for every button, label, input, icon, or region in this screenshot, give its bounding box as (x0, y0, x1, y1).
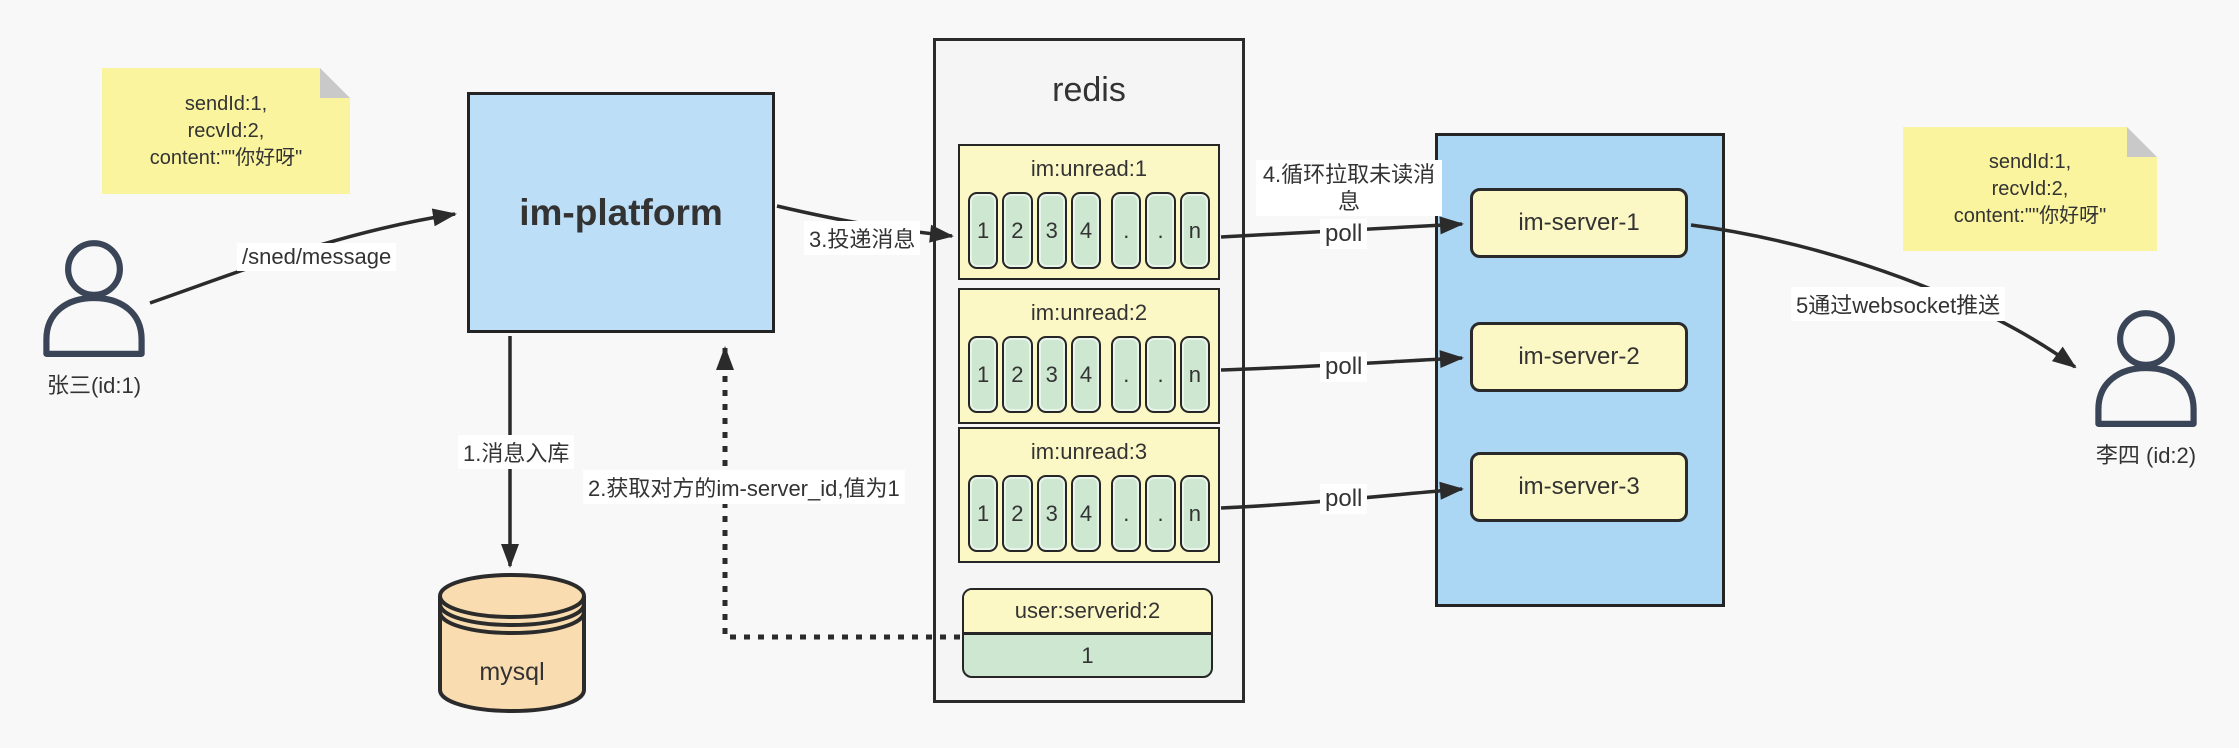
unread-list-1: im:unread:1 1 2 3 4 . . n (958, 144, 1220, 280)
note-line: sendId:1, (184, 92, 268, 115)
mysql-database: mysql (435, 570, 589, 714)
queue-cell: n (1179, 475, 1210, 552)
queue-cell: . (1111, 192, 1142, 269)
queue-cell: . (1111, 336, 1142, 413)
im-server-3-box: im-server-3 (1470, 452, 1688, 522)
im-server-1-box: im-server-1 (1470, 188, 1688, 258)
note-fold-icon (2127, 127, 2157, 157)
unread-list-2: im:unread:2 1 2 3 4 . . n (958, 288, 1220, 424)
label-send-message: /sned/message (237, 243, 397, 271)
im-server-3-label: im-server-3 (1518, 473, 1640, 500)
label-websocket-push: 5通过websocket推送 (1791, 287, 2006, 321)
queue-cell: n (1179, 336, 1210, 413)
queue-cell: 3 (1036, 336, 1067, 413)
unread-list-1-header: im:unread:1 (1030, 156, 1148, 181)
note-line: content:""你好呀" (1953, 204, 2107, 227)
label-deliver-message: 3.投递消息 (804, 221, 921, 255)
queue-cell: . (1145, 192, 1176, 269)
server-map-value: 1 (1081, 642, 1094, 668)
im-platform-label: im-platform (519, 191, 723, 233)
queue-cell: 2 (1002, 336, 1033, 413)
queue-cell: 2 (1002, 475, 1033, 552)
im-platform-box: im-platform (467, 92, 775, 333)
note-line: sendId:1, (1988, 150, 2072, 173)
queue-cell: 2 (1002, 192, 1033, 269)
im-server-2-box: im-server-2 (1470, 322, 1688, 392)
sticky-note-sender: sendId:1, recvId:2, content:""你好呀" (102, 68, 350, 194)
sticky-note-receiver: sendId:1, recvId:2, content:""你好呀" (1903, 127, 2157, 251)
queue-cell: 1 (968, 336, 999, 413)
note-line: content:""你好呀" (149, 146, 303, 169)
unread-list-2-cells: 1 2 3 4 . . n (968, 336, 1210, 413)
queue-cell: 1 (968, 192, 999, 269)
unread-list-3-cells: 1 2 3 4 . . n (968, 475, 1210, 552)
queue-cell: . (1145, 336, 1176, 413)
unread-list-3: im:unread:3 1 2 3 4 . . n (958, 427, 1220, 563)
label-loop-pull: 4.循环拉取未读消息 (1256, 160, 1442, 216)
label-poll-1: poll (1320, 219, 1368, 249)
queue-cell: . (1111, 475, 1142, 552)
im-server-1-label: im-server-1 (1518, 209, 1640, 236)
queue-cell: 4 (1070, 475, 1102, 552)
mysql-label: mysql (479, 658, 545, 686)
unread-list-1-cells: 1 2 3 4 . . n (968, 192, 1210, 269)
queue-cell: 4 (1070, 336, 1102, 413)
person-receiver-label: 李四 (id:2) (2095, 443, 2197, 468)
queue-cell: 1 (968, 475, 999, 552)
unread-list-3-header: im:unread:3 (1030, 439, 1148, 464)
label-store-message: 1.消息入库 (458, 435, 575, 469)
note-line: recvId:2, (1991, 177, 2069, 200)
note-line: recvId:2, (187, 119, 265, 142)
server-map-block: user:serverid:2 1 (962, 588, 1213, 678)
queue-cell: . (1145, 475, 1176, 552)
queue-cell: 3 (1036, 475, 1067, 552)
server-map-header: user:serverid:2 (964, 590, 1211, 635)
person-receiver-icon (2095, 310, 2197, 427)
person-sender-label: 张三(id:1) (46, 373, 142, 398)
queue-cell: 3 (1036, 192, 1067, 269)
queue-cell: n (1179, 192, 1210, 269)
person-sender-icon (43, 240, 145, 357)
note-fold-icon (320, 68, 350, 98)
label-poll-2: poll (1320, 352, 1368, 382)
queue-cell: 4 (1070, 192, 1102, 269)
database-cylinder-icon (438, 572, 586, 714)
unread-list-2-header: im:unread:2 (1030, 300, 1148, 325)
label-get-server-id: 2.获取对方的im-server_id,值为1 (583, 470, 905, 504)
redis-title: redis (1052, 71, 1126, 109)
label-poll-3: poll (1320, 484, 1368, 514)
im-server-2-label: im-server-2 (1518, 343, 1640, 370)
